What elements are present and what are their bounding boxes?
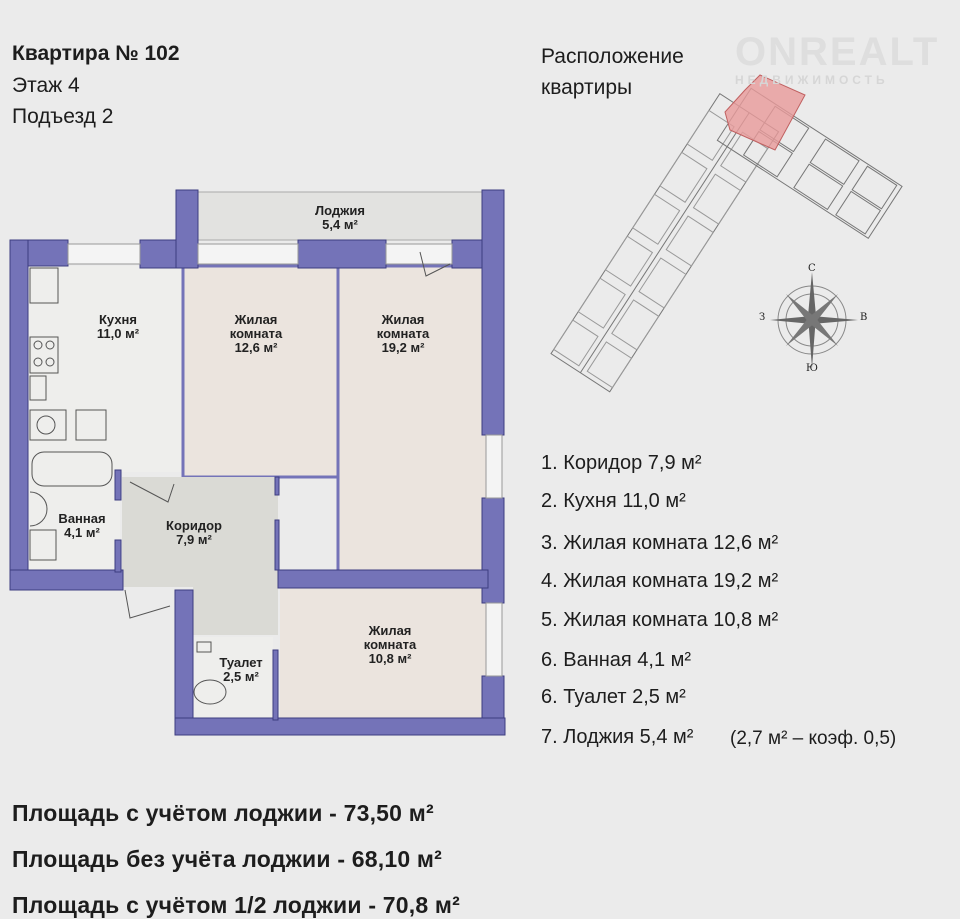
legend-note: (2,7 м² – коэф. 0,5) — [730, 728, 897, 749]
floor-plan — [9, 189, 506, 736]
room3-floor — [280, 588, 488, 720]
summary-with-loggia: Площадь с учётом лоджии - 73,50 м² — [12, 800, 434, 826]
corridor-floor-lower — [193, 587, 278, 635]
building-plan — [550, 74, 903, 393]
loggia-area: 5,4 м² — [322, 217, 358, 232]
legend-item: 1. Коридор 7,9 м² — [541, 452, 702, 474]
summary-without-loggia: Площадь без учёта лоджии - 68,10 м² — [12, 846, 442, 872]
corridor-name: Коридор — [166, 518, 222, 533]
kitchen-floor — [28, 266, 183, 472]
room2-floor — [336, 264, 490, 573]
floor-number: Этаж 4 — [12, 74, 80, 97]
location-title-line2: квартиры — [541, 76, 633, 99]
walls — [9, 189, 506, 736]
apartment-number: Квартира № 102 — [12, 42, 180, 65]
sink-icon — [75, 409, 107, 441]
washing-machine-icon — [29, 409, 67, 441]
windows — [67, 243, 503, 677]
compass-east: В — [860, 312, 868, 323]
legend-item: 4. Жилая комната 19,2 м² — [541, 570, 779, 592]
room2-area: 19,2 м² — [381, 340, 425, 355]
building-wing-main — [550, 92, 780, 393]
room2-name1: Жилая — [381, 312, 425, 327]
room1-floor — [181, 264, 340, 479]
legend-item: 2. Кухня 11,0 м² — [541, 490, 686, 512]
stove-icon — [29, 336, 59, 374]
toilet-name: Туалет — [219, 655, 263, 670]
legend-item: 6. Туалет 2,5 м² — [541, 686, 686, 708]
toilet-sink-icon — [196, 641, 212, 653]
legend-item: 7. Лоджия 5,4 м² — [541, 726, 694, 748]
room3-name2: комната — [363, 637, 417, 652]
compass-north: С — [808, 263, 816, 274]
kitchen-fixtures — [29, 251, 451, 705]
watermark-logo: ONREALT — [735, 30, 940, 74]
room1-area: 12,6 м² — [234, 340, 278, 355]
bathroom-floor — [28, 472, 120, 570]
room3-name1: Жилая — [368, 623, 412, 638]
loggia-name: Лоджия — [315, 203, 365, 218]
summary-half-loggia: Площадь с учётом 1/2 лоджии - 70,8 м² — [12, 892, 460, 918]
room1-name1: Жилая — [234, 312, 278, 327]
legend-item: 3. Жилая комната 12,6 м² — [541, 532, 779, 554]
bathroom-area: 4,1 м² — [64, 525, 100, 540]
apartment-highlight — [724, 74, 806, 151]
watermark-subtitle: НЕДВИЖИМОСТЬ — [735, 73, 889, 87]
compass-west: З — [759, 312, 766, 323]
toilet-icon — [193, 679, 227, 705]
bathroom-name: Ванная — [58, 511, 106, 526]
legend-item: 6. Ванная 4,1 м² — [541, 649, 692, 671]
room1-name2: комната — [229, 326, 283, 341]
corridor-floor — [122, 477, 278, 587]
kitchen-name: Кухня — [99, 312, 137, 327]
shower-icon — [29, 529, 57, 561]
toilet-area: 2,5 м² — [223, 669, 259, 684]
room3-area: 10,8 м² — [368, 651, 412, 666]
corridor-area: 7,9 м² — [176, 532, 212, 547]
entrance-number: Подъезд 2 — [12, 105, 114, 128]
compass-rose-icon — [770, 272, 858, 368]
washbasin-icon — [29, 491, 48, 527]
compass-south: Ю — [806, 363, 818, 374]
room2-name2: комната — [376, 326, 430, 341]
kitchen-area: 11,0 м² — [96, 326, 140, 341]
location-title-line1: Расположение — [541, 45, 684, 68]
bathtub-icon — [31, 451, 113, 487]
legend-item: 5. Жилая комната 10,8 м² — [541, 609, 779, 631]
toilet-floor — [193, 637, 273, 719]
